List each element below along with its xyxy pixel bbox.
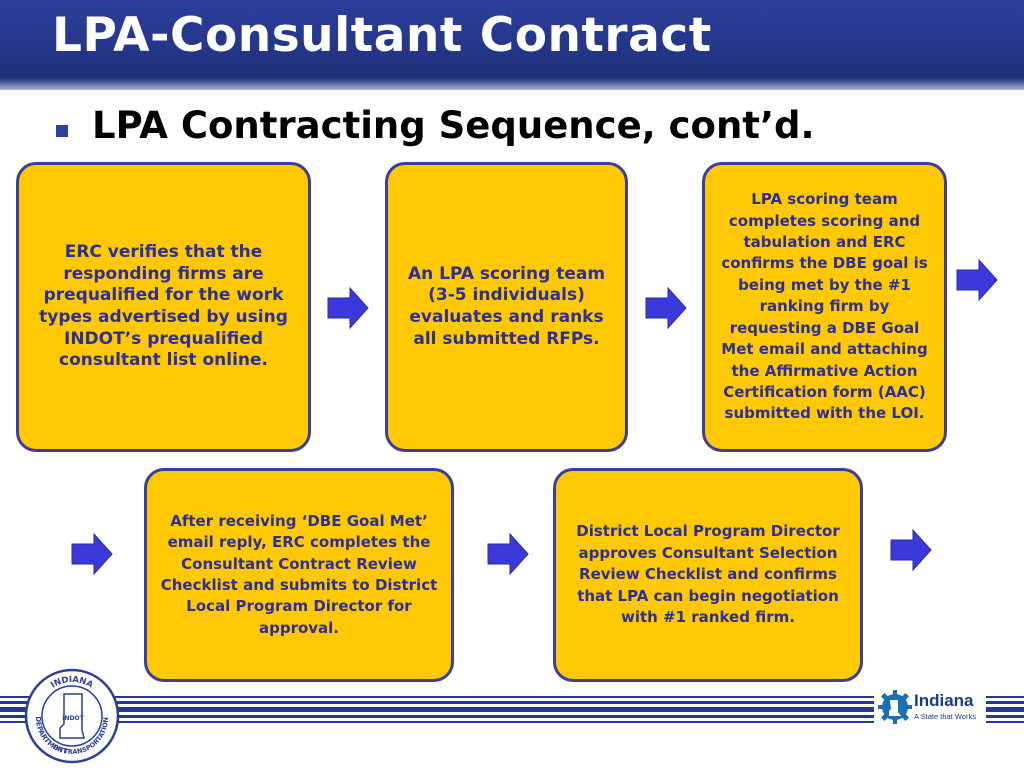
gear-icon xyxy=(878,690,912,724)
indiana-logo-tagline: A State that Works xyxy=(914,712,976,721)
arrow-right-icon xyxy=(327,286,369,330)
step-4-box: After receiving ‘DBE Goal Met’ email rep… xyxy=(144,468,454,682)
slide-title: LPA-Consultant Contract xyxy=(52,8,712,63)
arrow-right-icon xyxy=(890,528,932,572)
arrow-right-icon xyxy=(487,532,529,576)
step-5-box: District Local Program Director approves… xyxy=(553,468,863,682)
step-2-box: An LPA scoring team (3-5 individuals) ev… xyxy=(385,162,628,452)
arrow-right-icon xyxy=(71,532,113,576)
arrow-right-icon xyxy=(956,258,998,302)
title-bar: LPA-Consultant Contract xyxy=(0,0,1024,90)
arrow-right-icon xyxy=(645,286,687,330)
bullet-square-icon xyxy=(56,125,68,137)
slide-subtitle: LPA Contracting Sequence, cont’d. xyxy=(92,104,815,147)
step-1-box: ERC verifies that the responding firms a… xyxy=(16,162,311,452)
seal-center-text: INDOT xyxy=(62,715,84,722)
indiana-logo: Indiana A State that Works xyxy=(874,684,986,730)
step-3-box: LPA scoring team completes scoring and t… xyxy=(702,162,947,452)
indot-seal-icon: INDIANA DEPARTMENT OF TRANSPORTATION IND… xyxy=(24,668,120,764)
indiana-logo-word: Indiana xyxy=(914,691,974,710)
footer-divider xyxy=(0,696,1024,726)
